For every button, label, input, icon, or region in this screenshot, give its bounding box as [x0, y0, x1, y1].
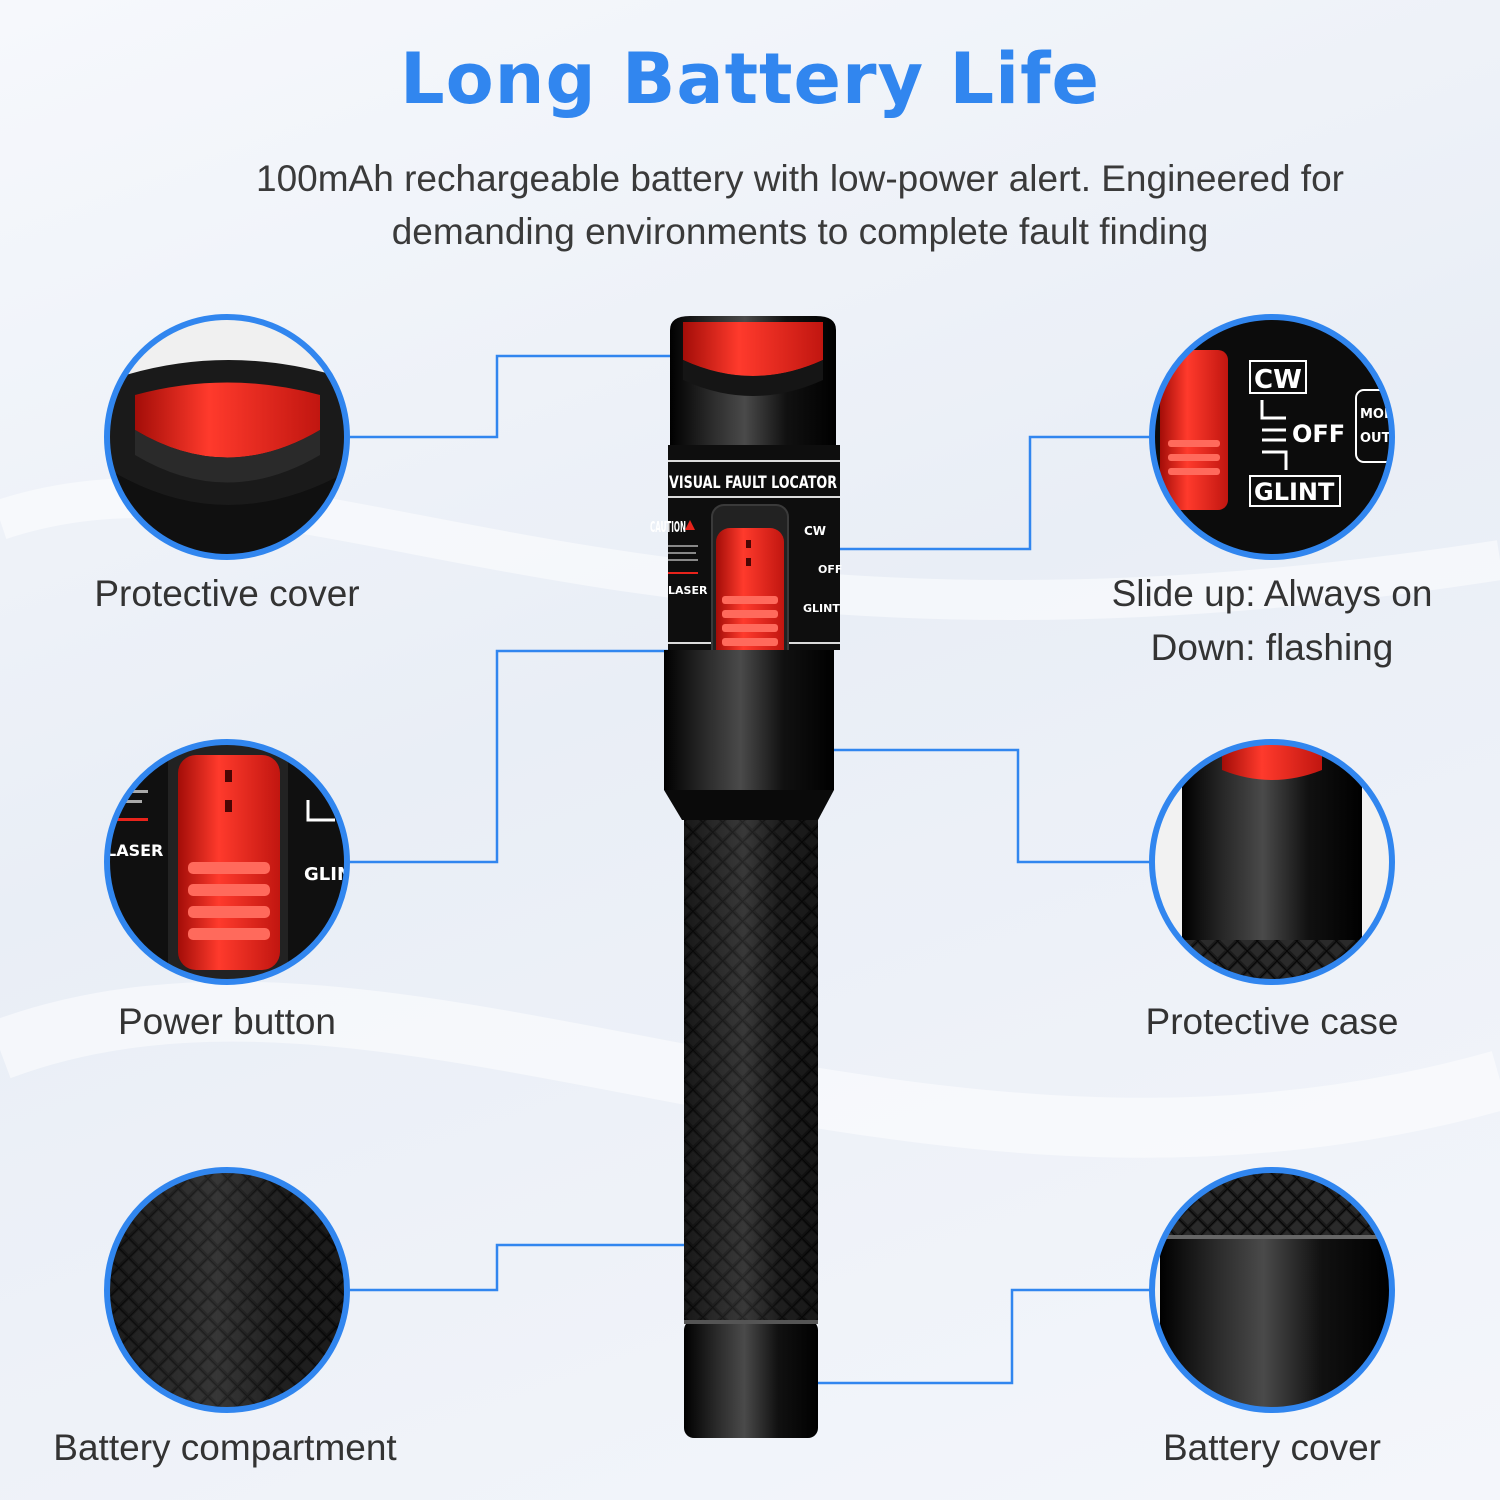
callout-circle-power-button: LASER GLINT: [104, 739, 365, 985]
subtitle-line-2: demanding environments to complete fault…: [391, 211, 1209, 252]
label-protective-cover: Protective cover: [94, 573, 360, 614]
line-protective-cover: [350, 354, 742, 439]
label-power-button: Power button: [117, 1001, 337, 1042]
label-protective-case: Protective case: [1145, 1001, 1399, 1042]
pen-red-cover: [683, 322, 823, 376]
label-battery-cover: Battery cover: [1163, 1427, 1381, 1468]
line-battery-compartment: [350, 1243, 742, 1292]
label-battery-compartment: Battery compartment: [53, 1427, 397, 1468]
pen-power-button: [716, 528, 784, 670]
callout-circle-slide-switch: CW OFF GLINT MODE OUTPUT: [1149, 314, 1420, 560]
subtitle-line-1: 100mAh rechargeable battery with low-pow…: [256, 158, 1344, 199]
slide-off-label: OFF: [1292, 420, 1345, 448]
pen-protective-case: [664, 650, 834, 790]
callout-lines: [350, 354, 1150, 1385]
pen-caution-text: CAUTION: [650, 518, 686, 536]
callout-circle-protective-case: [1149, 739, 1395, 985]
slide-cw-label: CW: [1254, 365, 1302, 395]
pen-mode-cw: CW: [804, 524, 826, 538]
pen-mode-off: OFF: [818, 563, 842, 576]
pen-mode-glint: GLINT: [803, 602, 840, 615]
zoom-glint-text: GLINT: [304, 864, 365, 885]
line-protective-case: [795, 748, 1150, 864]
pen-band-text: VISUAL FAULT LOCATOR: [669, 473, 837, 493]
label-slide-line-1: Slide up: Always on: [1111, 573, 1433, 614]
callout-circle-battery-compartment: [104, 1167, 350, 1413]
page-title: Long Battery Life: [399, 38, 1101, 120]
line-power-button: [350, 649, 742, 864]
pen-laser-text: LASER: [668, 584, 708, 597]
callout-circle-protective-cover: [104, 314, 350, 560]
slide-mode-text: MODE: [1360, 407, 1404, 422]
label-slide-switch: Slide up: Always on Down: flashing: [1072, 567, 1472, 675]
callout-circle-battery-cover: [1149, 1167, 1395, 1413]
line-slide: [826, 435, 1150, 551]
slide-glint-label: GLINT: [1254, 478, 1335, 506]
page-subtitle: 100mAh rechargeable battery with low-pow…: [150, 152, 1450, 258]
line-battery-cover: [784, 1288, 1150, 1385]
fault-locator-pen: VISUAL FAULT LOCATOR CAUTION LASER CW OF…: [650, 316, 842, 1438]
slide-output-text: OUTPUT: [1360, 431, 1420, 446]
label-slide-line-2: Down: flashing: [1150, 627, 1394, 668]
pen-end-cap: [684, 1320, 818, 1438]
zoom-laser-text: LASER: [106, 841, 163, 860]
